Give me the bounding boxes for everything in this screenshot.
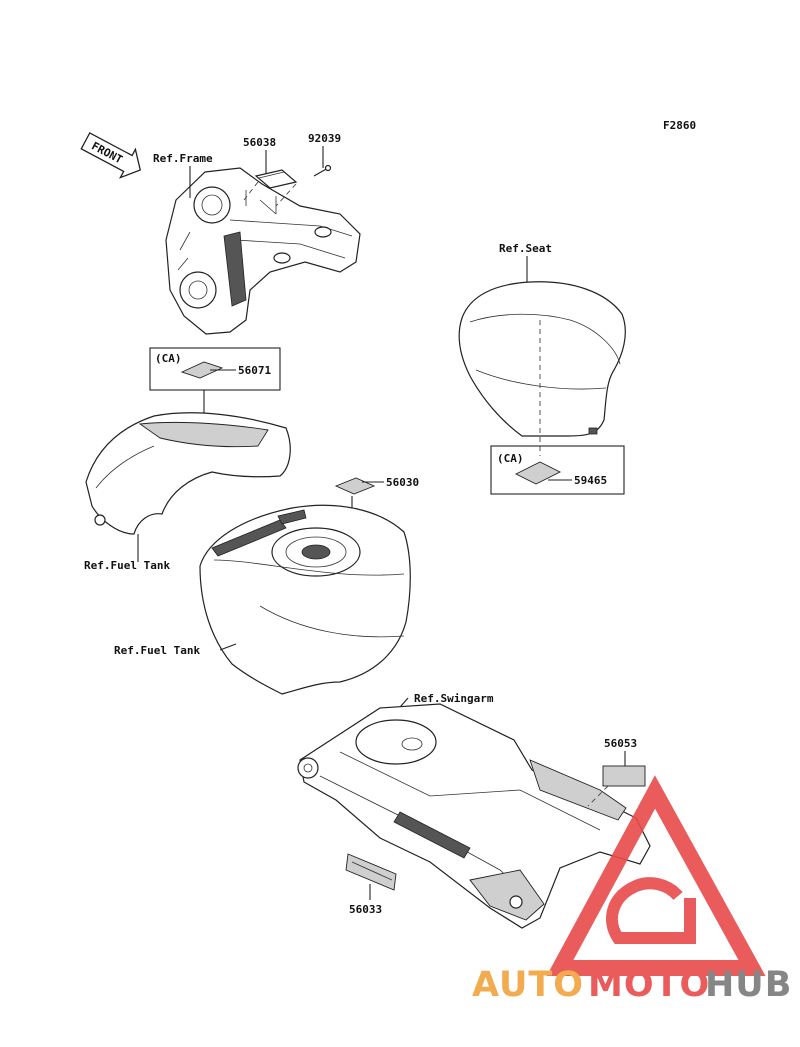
ref-frame-label: Ref.Frame — [153, 152, 213, 165]
watermark-g-mark — [606, 877, 696, 944]
part-56033-label-sticker — [345, 853, 397, 891]
ref-fuel-tank-label: Ref.Fuel Tank — [114, 644, 200, 657]
fuel-tank-drawing — [199, 504, 411, 695]
part-56030-label-sticker — [334, 477, 376, 495]
seat-drawing — [458, 281, 626, 437]
install-line-56053 — [587, 785, 609, 807]
watermark-text-moto: MOTO — [588, 965, 710, 1005]
fuel-tank-cover-drawing — [85, 412, 291, 535]
watermark-text-auto: AUTO — [472, 965, 584, 1005]
part-number-59465: 59465 — [574, 474, 607, 487]
part-56038-label-sticker — [254, 169, 298, 189]
ca-tag-seat: (CA) — [497, 452, 524, 465]
part-number-56053: 56053 — [604, 737, 637, 750]
ref-fuel-tank-leader — [219, 643, 237, 651]
install-lines-56038 — [243, 181, 297, 207]
part-number-56071: 56071 — [238, 364, 271, 377]
part-92039-rivet — [313, 164, 332, 177]
part-56071-label-sticker — [180, 361, 224, 379]
ref-seat-label: Ref.Seat — [499, 242, 552, 255]
ca-tag-tank: (CA) — [155, 352, 182, 365]
part-number-56038: 56038 — [243, 136, 276, 149]
ref-fuel-tank-cover-label: Ref.Fuel Tank — [84, 559, 170, 572]
automotohub-watermark-logo: AUTO MOTO HUB — [472, 775, 792, 1005]
frame-drawing — [165, 167, 361, 335]
part-56033-label-detail — [351, 861, 393, 881]
watermark-text-hub: HUB — [705, 965, 792, 1005]
watermark-triangle — [546, 775, 766, 976]
part-number-56030: 56030 — [386, 476, 419, 489]
part-56053-label-sticker — [602, 765, 646, 787]
front-direction-arrow: FRONT — [80, 132, 142, 179]
part-number-56033: 56033 — [349, 903, 382, 916]
part-59465-label-sticker — [514, 461, 562, 485]
ca-box-tank — [149, 347, 281, 391]
ref-swingarm-label: Ref.Swingarm — [414, 692, 494, 705]
part-number-92039: 92039 — [308, 132, 341, 145]
swingarm-drawing — [297, 703, 651, 929]
ca-box-seat — [490, 445, 625, 495]
figure-id: F2860 — [663, 119, 696, 132]
